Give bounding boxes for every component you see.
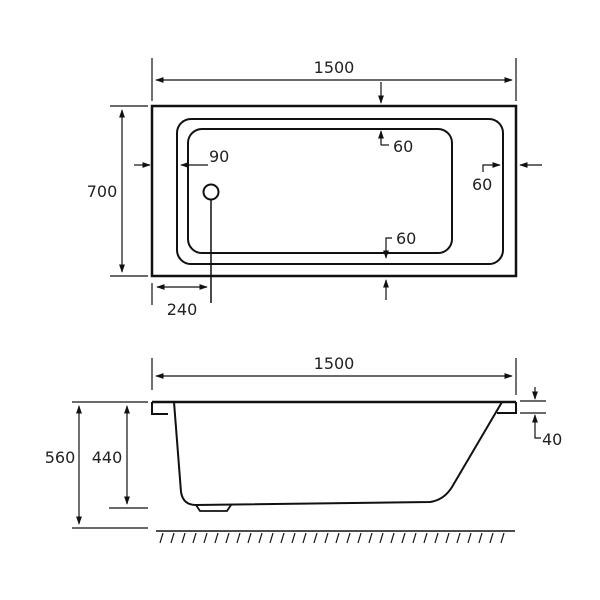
depth-label: 440 — [92, 448, 123, 467]
waste-offset-label: 240 — [167, 300, 198, 319]
overall-height-label: 560 — [45, 448, 76, 467]
plan-outer-rim — [150, 104, 518, 278]
rim-left-label: 90 — [209, 147, 229, 166]
tub-profile — [173, 401, 503, 507]
plan-view — [110, 58, 542, 305]
rim-right-label: 60 — [472, 175, 492, 194]
plan-inner-rim — [176, 118, 504, 265]
side-view — [72, 358, 546, 532]
plan-basin — [187, 128, 453, 254]
floor-hatch — [159, 532, 505, 544]
rim-top-label: 60 — [393, 137, 413, 156]
plan-width-label: 700 — [87, 182, 118, 201]
side-length-label: 1500 — [314, 354, 355, 373]
rim-thickness-label: 40 — [542, 430, 562, 449]
plan-length-label: 1500 — [314, 58, 355, 77]
waste-outlet-icon — [202, 183, 220, 201]
rim-bottom-label: 60 — [396, 229, 416, 248]
